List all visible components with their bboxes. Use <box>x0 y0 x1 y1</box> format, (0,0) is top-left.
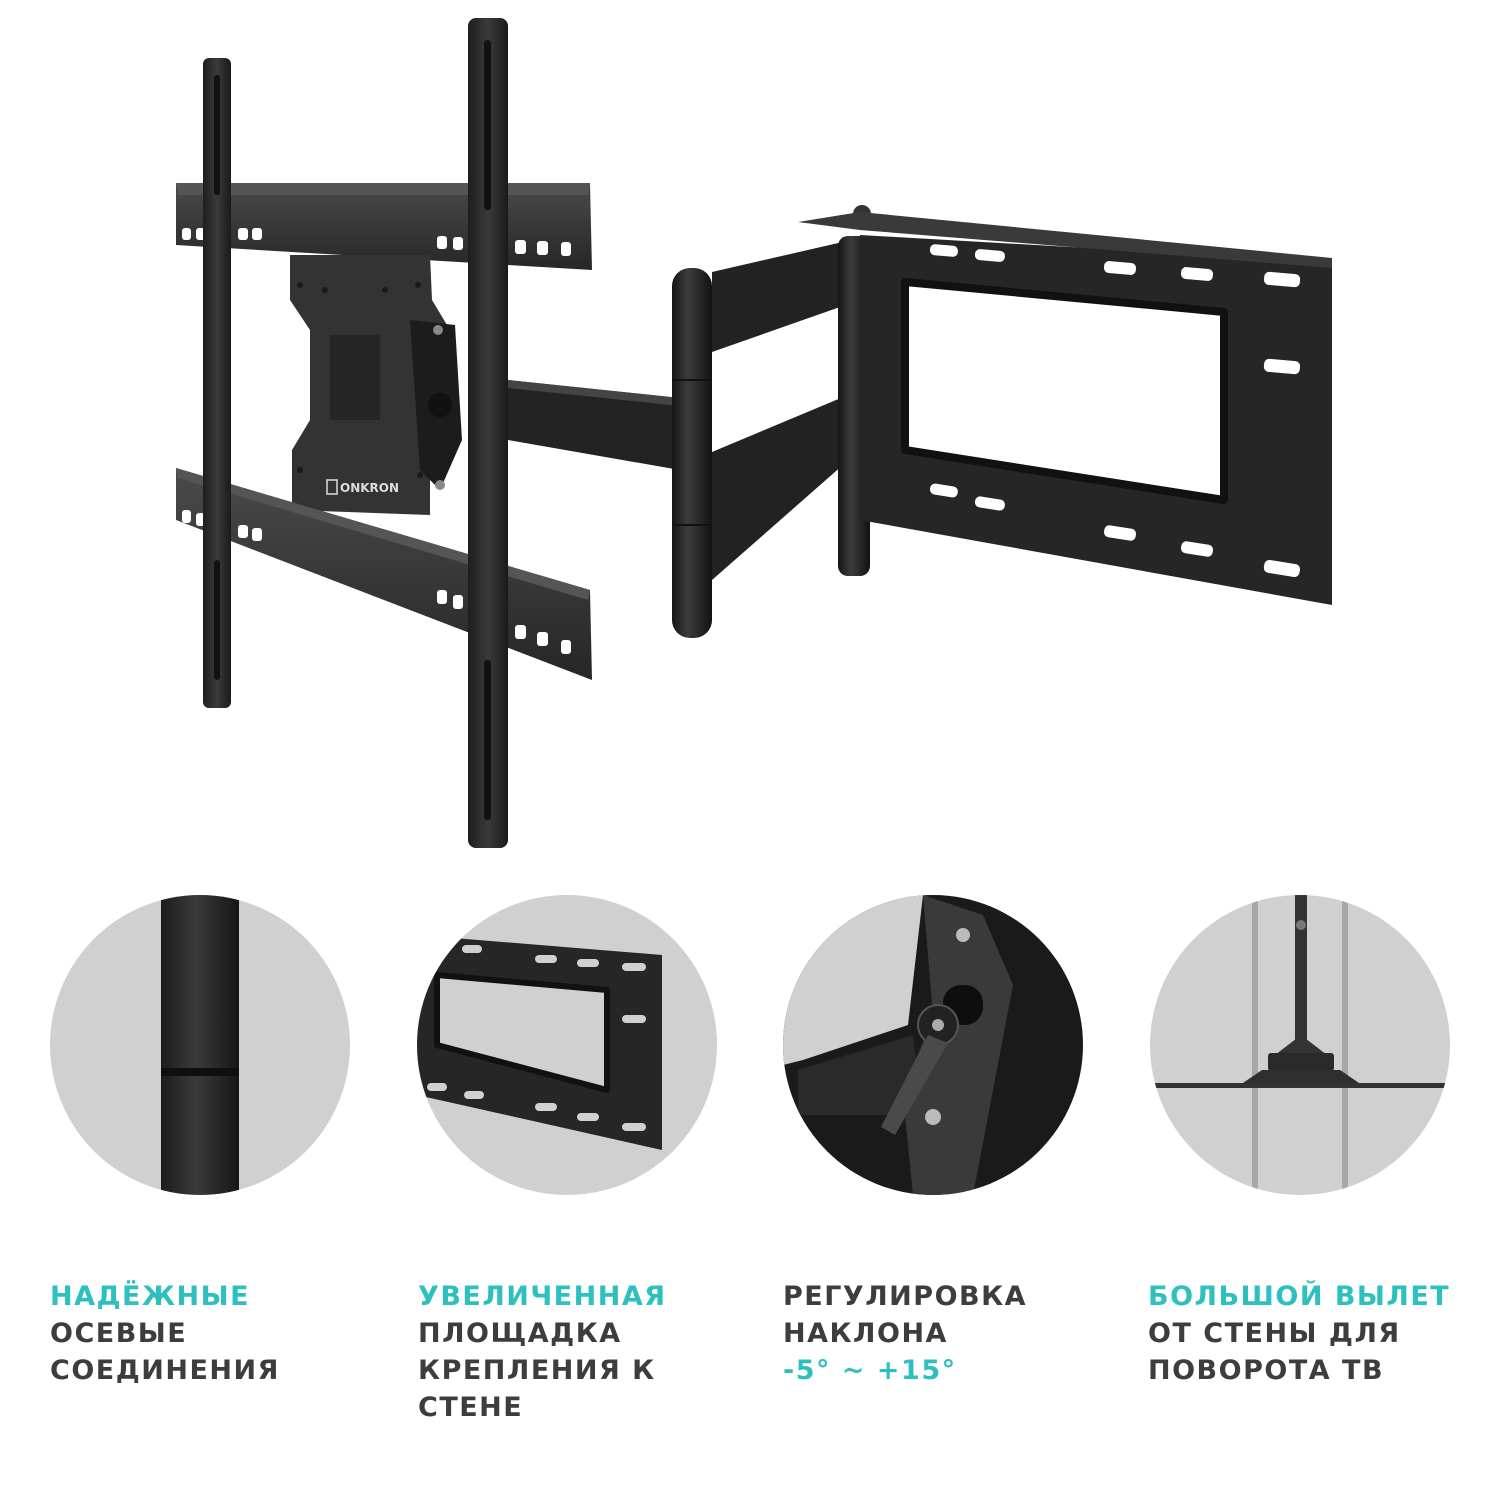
wall-plate-closeup-image <box>417 895 717 1195</box>
caption-hinge: НАДЁЖНЫЕ ОСЕВЫЕ СОЕДИНЕНИЯ <box>50 1278 280 1389</box>
product-render: ONKRON <box>176 18 1332 848</box>
onkron-logo: ONKRON <box>326 479 399 495</box>
arm-upper-segment <box>712 205 871 580</box>
tilt-lever-closeup-image <box>783 895 1083 1195</box>
caption-line: СТЕНЕ <box>418 1392 524 1423</box>
right-upright <box>468 18 508 848</box>
caption-line: ПОВОРОТА ТВ <box>1148 1355 1385 1386</box>
feature-hinge <box>50 895 380 1195</box>
caption-accent: БОЛЬШОЙ ВЫЛЕТ <box>1148 1281 1451 1312</box>
arm-lower-segment <box>508 380 680 470</box>
caption-line: КРЕПЛЕНИЯ К <box>418 1355 656 1386</box>
tilt-lever-icon <box>783 895 1013 1195</box>
caption-line: РЕГУЛИРОВКА <box>783 1281 1028 1312</box>
wall-plate-icon <box>417 935 662 1150</box>
vesa-plate <box>798 212 1332 605</box>
caption-tilt: РЕГУЛИРОВКА НАКЛОНА -5° ~ +15° <box>783 1278 1027 1389</box>
caption-accent-tilt-range: -5° ~ +15° <box>783 1355 957 1386</box>
brand-logo-text: ONKRON <box>340 481 399 495</box>
caption-line: СОЕДИНЕНИЯ <box>50 1355 280 1386</box>
caption-accent: НАДЁЖНЫЕ <box>50 1281 251 1312</box>
caption-wall-plate: УВЕЛИЧЕННАЯ ПЛОЩАДКА КРЕПЛЕНИЯ К СТЕНЕ <box>418 1278 667 1426</box>
caption-line: ПЛОЩАДКА <box>418 1318 622 1349</box>
caption-accent: УВЕЛИЧЕННАЯ <box>418 1281 667 1312</box>
feature-extension <box>1150 895 1480 1195</box>
caption-line: НАКЛОНА <box>783 1318 948 1349</box>
tilt-plate: ONKRON <box>290 255 462 515</box>
hinge-closeup-image <box>50 895 350 1195</box>
tv-mount-illustration: ONKRON <box>176 18 1332 848</box>
caption-line: ОТ СТЕНЫ ДЛЯ <box>1148 1318 1401 1349</box>
left-upright <box>203 58 231 708</box>
top-view-extension-icon <box>1150 895 1450 1195</box>
feature-tilt <box>783 895 1113 1195</box>
top-view-closeup-image <box>1150 895 1450 1195</box>
hinge-pillar <box>672 268 712 638</box>
caption-extension: БОЛЬШОЙ ВЫЛЕТ ОТ СТЕНЫ ДЛЯ ПОВОРОТА ТВ <box>1148 1278 1450 1389</box>
hinge-joint-icon <box>156 895 244 1195</box>
caption-line: ОСЕВЫЕ <box>50 1318 188 1349</box>
feature-wall-plate <box>417 895 747 1195</box>
